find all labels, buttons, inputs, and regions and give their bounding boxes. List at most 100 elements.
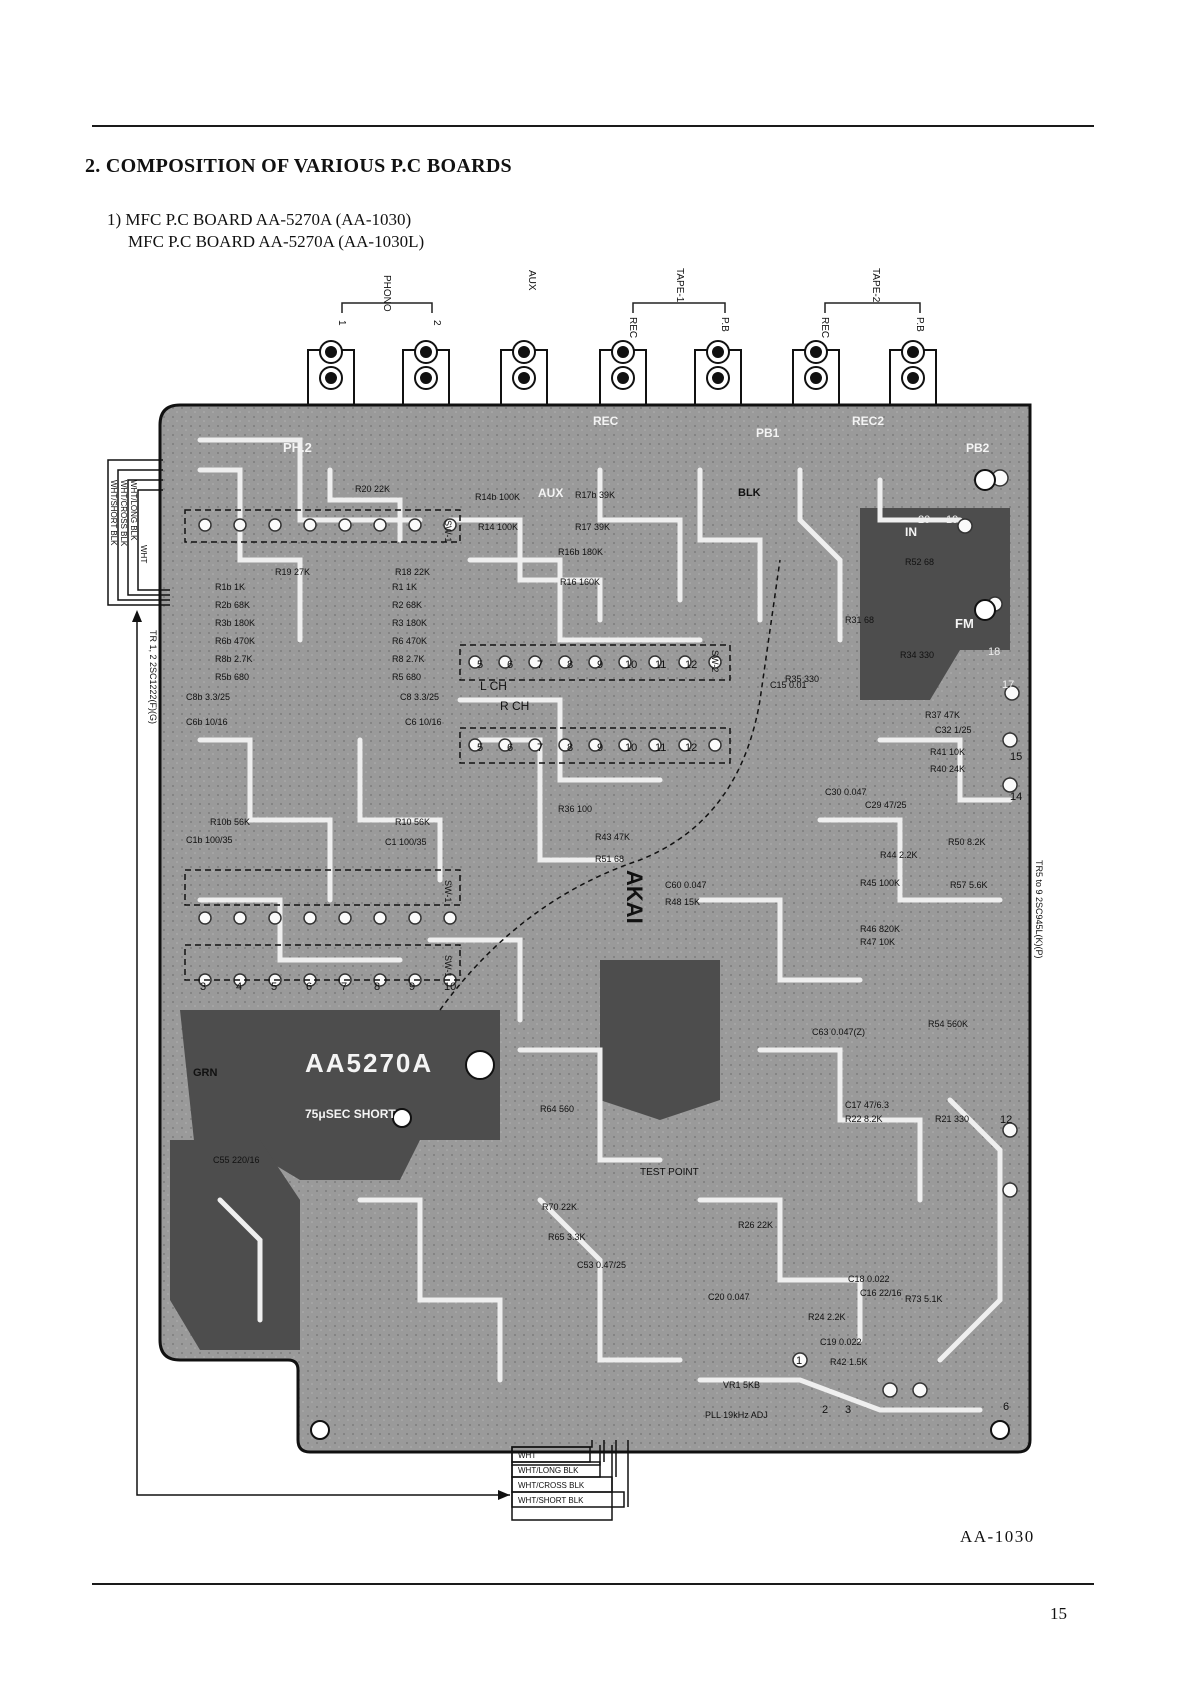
switch-pin: 9 [409,981,415,993]
component-label: R37 47K [925,710,960,720]
component-label: R5b 680 [215,672,249,682]
component-label: C6b 10/16 [186,717,228,727]
component-label: R21 330 [935,1114,969,1124]
switch-pin: 7 [341,981,347,993]
input-labels: PHONO 1 2 AUX TAPE-1 REC P.B TAPE-2 REC … [336,268,925,338]
bottom-rule [92,1583,1094,1585]
component-label: R2b 68K [215,600,250,610]
solder-pads [198,469,1020,1398]
board-outline [158,403,1032,1454]
component-label: C19 0.022 [820,1337,862,1347]
edge-pin: 1 [796,1355,802,1367]
left-wire-labels: WHT/SHORT BLK WHT/CROSS BLK WHT/LONG BLK… [109,480,148,563]
model-label: AA-1030 [960,1527,1035,1546]
label-phono: PHONO [381,275,392,312]
label-tape1-pb: P.B [719,317,730,332]
left-wire-label: WHT/CROSS BLK [119,480,128,547]
edge-pin: 19 [946,514,958,526]
component-label: C6 10/16 [405,717,442,727]
switch-pin: 10 [625,742,637,754]
pad-label-ph2: PH.2 [283,440,312,455]
board-name: AA5270A [305,1048,433,1078]
pad-label-grn: GRN [193,1067,218,1079]
switch-outlines [184,509,731,981]
tr-left-label: TR 1, 2 2SC1222(F)(G) [148,630,158,724]
component-label: R34 330 [900,650,934,660]
subtitle-1: 1) MFC P.C BOARD AA-5270A (AA-1030) [107,210,412,229]
pad-label-test-point: TEST POINT [640,1167,699,1178]
switch-pin: 9 [597,742,603,754]
switch-pin: 12 [685,742,697,754]
component-label: R42 1.5K [830,1357,868,1367]
bottom-wire-label: WHT/CROSS BLK [518,1481,585,1490]
component-label: C60 0.047 [665,880,707,890]
component-label: C18 0.022 [848,1274,890,1284]
component-label: C63 0.047(Z) [812,1027,865,1037]
component-label: R36 100 [558,804,592,814]
component-label: R20 22K [355,484,390,494]
component-label: R14 100K [478,522,518,532]
switch-pin-numbers: 5 6 7 8 9 10 11 12 5 6 7 8 9 10 11 12 3 … [200,659,697,993]
edge-pin: 6 [1003,1401,1009,1413]
switch-pin: 4 [236,981,242,993]
edge-pin: 18 [988,646,1000,658]
pad-labels-dark: L CH R CH TEST POINT AKAI [480,679,699,1178]
component-label: C15 0.01 [770,680,807,690]
component-label: R52 68 [905,557,934,567]
switch-label-sw1c: SW-1 [443,955,453,977]
component-label: R1 1K [392,582,417,592]
edge-pin-numbers: 20 19 18 17 15 14 12 6 3 2 1 [796,514,1022,1416]
component-label: R43 47K [595,832,630,842]
switch-names: SW-1 SW-2 SW-1 SW-1 [443,520,720,977]
component-label: R35 330 [785,674,819,684]
pad-label-in: IN [905,525,917,539]
edge-pin: 12 [1000,1114,1012,1126]
bottom-wire-label: WHT/SHORT BLK [518,1496,584,1505]
switch-pin: 3 [200,981,206,993]
component-label: R18 22K [395,567,430,577]
component-label: C55 220/16 [213,1155,260,1165]
component-label: C32 1/25 [935,725,972,735]
switch-pin: 11 [655,659,666,671]
shield-wire-dashed [439,559,781,1011]
component-label: R14b 100K [475,492,520,502]
component-label: R31 68 [845,615,874,625]
component-label: R1b 1K [215,582,245,592]
edge-pin: 2 [822,1404,828,1416]
component-label: R3 180K [392,618,427,628]
switch-pin: 8 [374,981,380,993]
component-label: R8 2.7K [392,654,425,664]
pad-label-short: 75μSEC SHORT [305,1107,396,1121]
pad-labels: PH.2 REC PB1 REC2 PB2 AUX FM IN AA5270A … [193,414,990,1121]
component-label: R41 10K [930,747,965,757]
left-wire-label: WHT [139,545,148,563]
component-label: R47 10K [860,937,895,947]
switch-pin: 10 [444,981,456,993]
pad-label-blk: BLK [738,487,761,499]
pad-label-r-ch: R CH [500,699,529,713]
switch-pin: 5 [477,742,483,754]
component-label: R65 3.3K [548,1232,586,1242]
input-bracket-lines [341,302,921,313]
switch-pin: 12 [685,659,697,671]
component-label: VR1 5KB [723,1380,760,1390]
switch-label-sw1: SW-1 [443,520,453,542]
component-label: C8 3.3/25 [400,692,439,702]
switch-pin: 7 [537,659,543,671]
switch-label-sw1b: SW-1 [443,880,453,902]
component-label: R16 160K [560,577,600,587]
label-tape1-rec: REC [627,317,638,338]
left-arrow-head [132,610,142,622]
component-label: R54 560K [928,1019,968,1029]
label-phono-1: 1 [336,320,347,326]
switch-pin: 7 [537,742,543,754]
component-label: R40 24K [930,764,965,774]
component-label: R10 56K [395,817,430,827]
edge-pin: 3 [845,1404,851,1416]
pad-label-rec2: REC2 [852,414,884,428]
component-label: C29 47/25 [865,800,907,810]
switch-pin: 5 [271,981,277,993]
component-label: R16b 180K [558,547,603,557]
traces [197,437,1013,1413]
